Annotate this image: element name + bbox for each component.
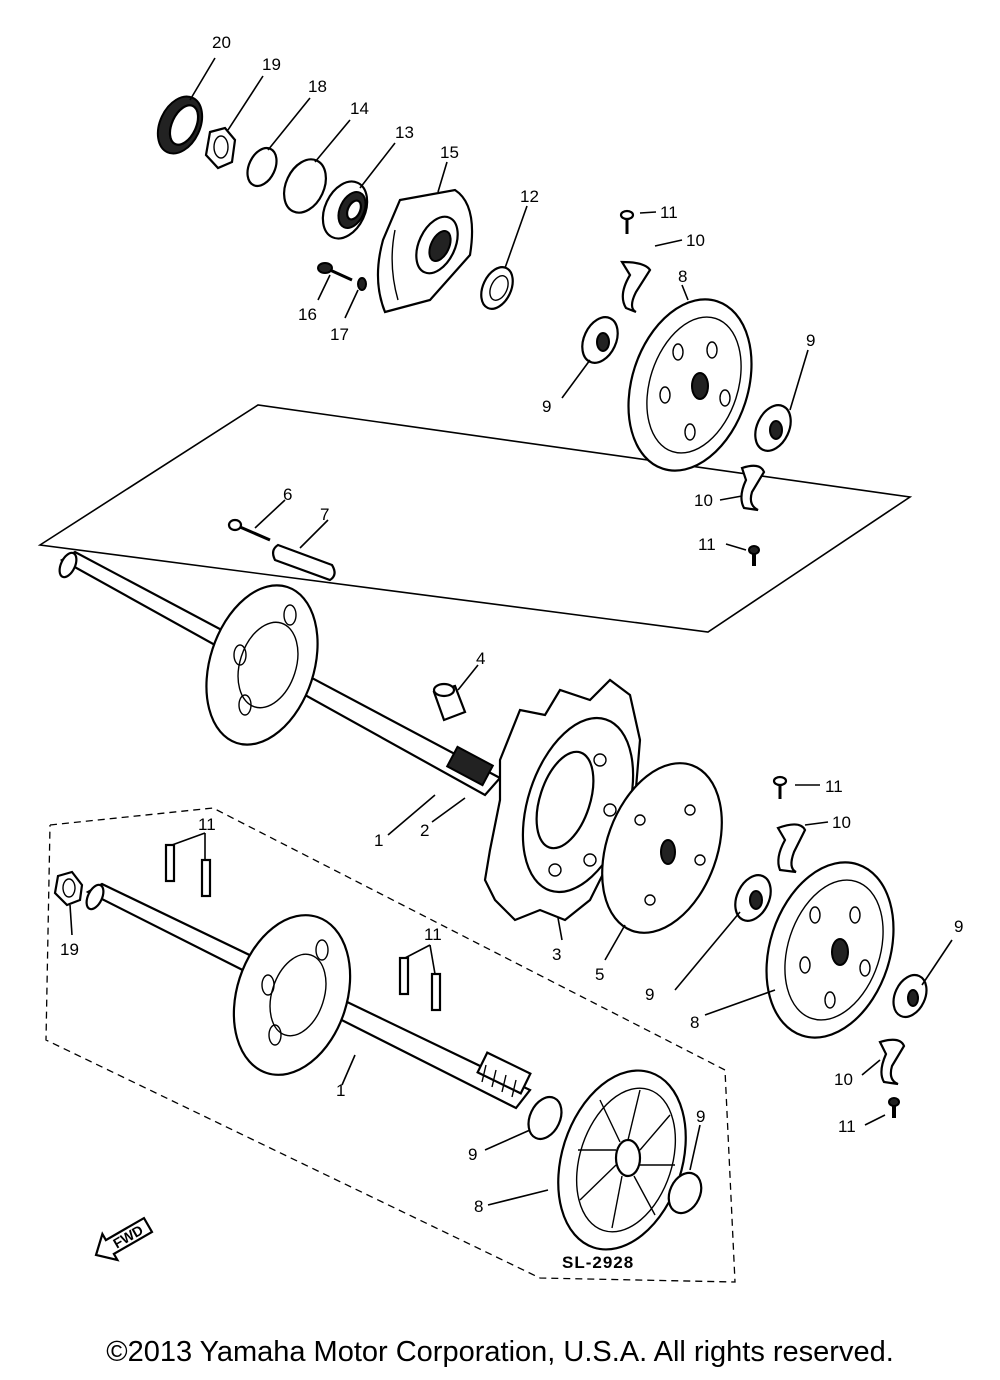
part-11-bolt [772, 775, 788, 799]
callout: 20 [212, 33, 231, 52]
part-8-spoked-wheel [557, 1069, 687, 1251]
callout: 12 [520, 187, 539, 206]
part-11-bolt [748, 545, 760, 566]
part-13-bearing [321, 180, 369, 240]
leader-lines [69, 57, 953, 1206]
part-9-bearing [734, 874, 772, 922]
callout: 10 [694, 491, 713, 510]
callout: 15 [440, 143, 459, 162]
callout: 1 [374, 831, 383, 850]
callout: 11 [660, 203, 678, 222]
part-20-seal [156, 95, 204, 155]
part-5-plate [601, 762, 723, 934]
callout: 10 [834, 1070, 853, 1089]
part-7-bracket [271, 543, 336, 582]
part-9-bearing [892, 973, 928, 1019]
callout: 13 [395, 123, 414, 142]
part-12-seal [480, 266, 514, 310]
callout: 4 [476, 649, 485, 668]
part-4-spacer [432, 682, 467, 722]
callout: 10 [832, 813, 851, 832]
callout: 9 [468, 1145, 477, 1164]
part-10-bracket [878, 1038, 906, 1086]
callout: 16 [298, 305, 317, 324]
part-9-washer [527, 1095, 563, 1141]
part-11-pin [164, 843, 442, 1012]
lower-group-box [45, 807, 736, 1283]
part-18-washer [246, 146, 278, 188]
part-disk [232, 914, 352, 1076]
part-11-bolt [619, 209, 635, 234]
callout: 8 [474, 1197, 483, 1216]
exploded-parts-diagram: 20 19 18 14 13 15 12 11 10 8 9 16 17 9 9… [37, 33, 963, 1283]
callout: 1 [336, 1081, 345, 1100]
callout: 14 [350, 99, 369, 118]
forward-arrow-icon: FWD [94, 1216, 154, 1262]
callout: 19 [60, 940, 79, 959]
callout: 18 [308, 77, 327, 96]
upper-group-box [37, 404, 913, 633]
copyright-notice: ©2013 Yamaha Motor Corporation, U.S.A. A… [106, 1336, 894, 1368]
part-10-bracket [776, 823, 807, 874]
part-16-bolt [317, 262, 353, 282]
callout: 9 [542, 397, 551, 416]
callout: 9 [954, 917, 963, 936]
callout: 9 [645, 985, 654, 1004]
part-3-sprocket [483, 678, 642, 922]
part-9-bearing [754, 404, 792, 452]
part-8-wheel [765, 861, 895, 1039]
part-10-bracket [740, 464, 766, 512]
callout: 9 [806, 331, 815, 350]
part-9-washer [667, 1171, 703, 1215]
callout: 8 [690, 1013, 699, 1032]
callout: 11 [198, 815, 216, 834]
part-8-wheel [627, 298, 753, 472]
part-19-nut [53, 870, 84, 907]
callout: 8 [678, 267, 687, 286]
part-17-washer [357, 277, 367, 291]
part-9-bearing [581, 316, 619, 364]
part-6-bolt [227, 518, 271, 542]
callout: 17 [330, 325, 349, 344]
callout-11-lower: 11 [424, 925, 442, 944]
diagram-code: SL-2928 [562, 1253, 634, 1272]
callout: 9 [696, 1107, 705, 1126]
callout: 11 [698, 535, 716, 554]
callout: 3 [552, 945, 561, 964]
part-disk [205, 584, 319, 746]
callout: 19 [262, 55, 281, 74]
callout-numbers: 20 19 18 14 13 15 12 11 10 8 9 16 17 9 9… [60, 33, 963, 1216]
part-10-bracket [620, 260, 652, 314]
part-19-nut [204, 126, 237, 170]
callout: 6 [283, 485, 292, 504]
part-15-bearing-housing [376, 188, 474, 314]
callout: 11 [825, 777, 843, 796]
callout: 2 [420, 821, 429, 840]
callout: 10 [686, 231, 705, 250]
callout: 5 [595, 965, 604, 984]
callout: 7 [320, 505, 329, 524]
callout: 11 [838, 1117, 856, 1136]
part-11-bolt [888, 1097, 900, 1118]
